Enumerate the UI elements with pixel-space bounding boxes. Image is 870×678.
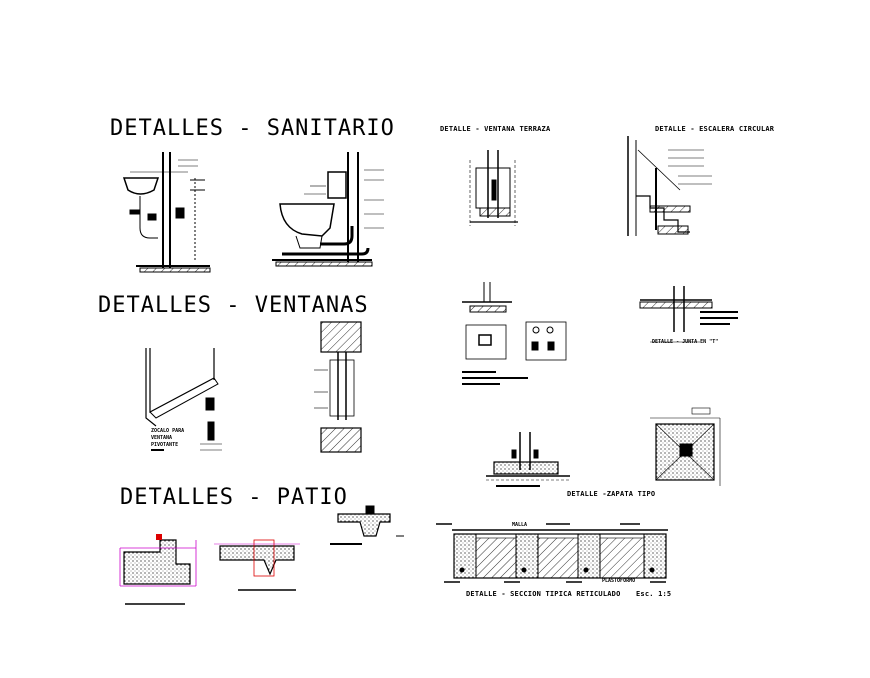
patio-junta-detail — [214, 539, 300, 591]
sanitario-lavamanos-detail — [122, 152, 211, 273]
label-plastoformo: PLASTOFORMO — [602, 578, 636, 584]
label-zapata-tipo: DETALLE -ZAPATA TIPO — [567, 490, 656, 498]
seccion-reticulado-detail — [436, 523, 668, 583]
ventana-column-detail — [314, 321, 362, 453]
zapata-plan-detail — [650, 407, 721, 486]
patio-borde-detail — [330, 505, 404, 545]
ventana-terraza-detail — [469, 150, 518, 226]
heading-detalles-patio: DETALLES - PATIO — [120, 485, 348, 510]
zapata-section-detail — [486, 432, 570, 487]
escalera-circular-detail — [627, 136, 712, 236]
junta-t-detail — [639, 286, 738, 343]
sanitario-inodoro-detail — [272, 152, 384, 267]
heading-detalles-sanitario: DETALLES - SANITARIO — [110, 116, 395, 141]
label-zocalo-1: ZOCALO PARA — [151, 428, 185, 434]
label-ventana-terraza: DETALLE - VENTANA TERRAZA — [440, 125, 551, 133]
label-escala: Esc. 1:5 — [636, 590, 672, 598]
label-zocalo-3: PIVOTANTE — [151, 442, 179, 448]
label-malla: MALLA — [512, 522, 528, 528]
label-zocalo-2: VENTANA — [151, 435, 173, 441]
label-seccion-tipica: DETALLE - SECCION TIPICA RETICULADO — [466, 590, 621, 598]
base-fixing-detail — [462, 282, 567, 385]
zocalo-ventana-detail — [145, 348, 222, 451]
label-escalera-circular: DETALLE - ESCALERA CIRCULAR — [655, 125, 775, 133]
heading-detalles-ventanas: DETALLES - VENTANAS — [98, 293, 369, 318]
patio-zocalo-detail — [119, 534, 197, 605]
